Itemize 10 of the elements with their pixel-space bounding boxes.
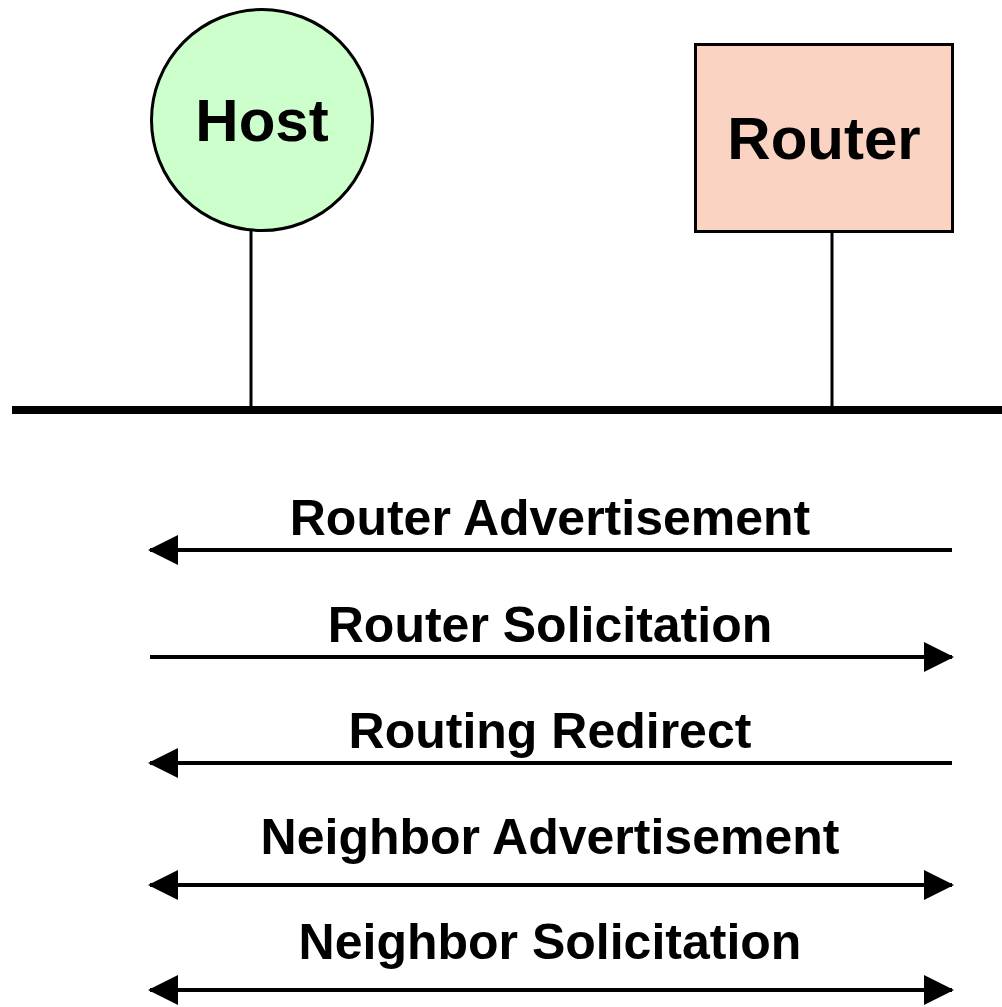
connector-line: [249, 230, 253, 406]
message-label: Routing Redirect: [347, 703, 753, 759]
network-bus: [12, 406, 1002, 414]
message-label: Router Advertisement: [288, 490, 812, 546]
host-circle: Host: [150, 8, 374, 232]
message-label: Router Solicitation: [326, 597, 774, 653]
connector-line: [830, 233, 834, 406]
message-label: Neighbor Solicitation: [297, 914, 803, 970]
message-label: Neighbor Advertisement: [259, 809, 841, 865]
router-box: Router: [694, 43, 954, 233]
